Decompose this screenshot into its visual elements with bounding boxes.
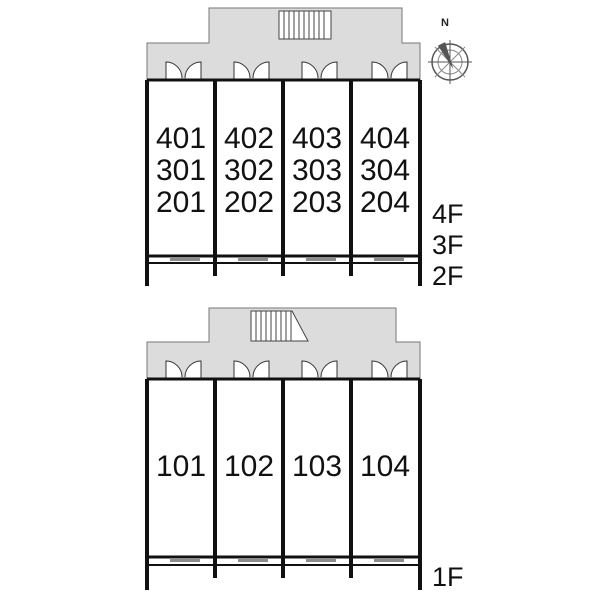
floor-label: 3F [432, 230, 464, 260]
unit-number: 202 [224, 186, 274, 219]
unit-number: 301 [156, 154, 206, 187]
door-icon [390, 360, 408, 379]
unit-number: 403 [292, 122, 342, 155]
unit-number: 203 [292, 186, 342, 219]
upper-unit-walls [145, 78, 422, 286]
unit-number: 104 [360, 450, 410, 483]
door-icon [390, 61, 408, 80]
door-icon [252, 360, 270, 379]
unit-number: 303 [292, 154, 342, 187]
ground-balcony [147, 558, 420, 566]
unit-number: 102 [224, 450, 274, 483]
door-icon [371, 61, 389, 80]
unit-number: 101 [156, 450, 206, 483]
door-icon [301, 360, 319, 379]
ground-unit-walls [145, 377, 422, 590]
ground-door-icons [165, 360, 408, 379]
door-icon [252, 61, 270, 80]
unit-number: 304 [360, 154, 410, 187]
compass-icon: N [428, 17, 472, 84]
compass-north-label: N [441, 17, 449, 29]
upper-stairs-icon [278, 10, 332, 40]
upper-building: 401 301 201 402 302 202 403 303 203 404 … [145, 7, 464, 291]
unit-number: 404 [360, 122, 410, 155]
door-icon [165, 61, 183, 80]
unit-number: 201 [156, 186, 206, 219]
ground-stairs-icon [250, 310, 309, 342]
upper-door-icons [165, 61, 408, 80]
floor-label: 2F [432, 261, 464, 291]
door-icon [233, 61, 251, 80]
unit-number: 204 [360, 186, 410, 219]
floor-label: 1F [432, 562, 464, 592]
unit-number: 302 [224, 154, 274, 187]
unit-number: 401 [156, 122, 206, 155]
unit-number: 103 [292, 450, 342, 483]
door-icon [320, 360, 338, 379]
floor-label: 4F [432, 199, 464, 229]
door-icon [371, 360, 389, 379]
door-icon [301, 61, 319, 80]
ground-unit-labels: 101 102 103 104 [156, 450, 410, 483]
door-icon [184, 61, 202, 80]
upper-floor-labels: 4F 3F 2F [432, 199, 464, 291]
unit-number: 402 [224, 122, 274, 155]
door-icon [184, 360, 202, 379]
upper-unit-labels: 401 301 201 402 302 202 403 303 203 404 … [156, 122, 410, 219]
door-icon [165, 360, 183, 379]
upper-balcony [147, 257, 420, 264]
door-icon [320, 61, 338, 80]
ground-building: 101 102 103 104 1F [145, 307, 464, 592]
door-icon [233, 360, 251, 379]
